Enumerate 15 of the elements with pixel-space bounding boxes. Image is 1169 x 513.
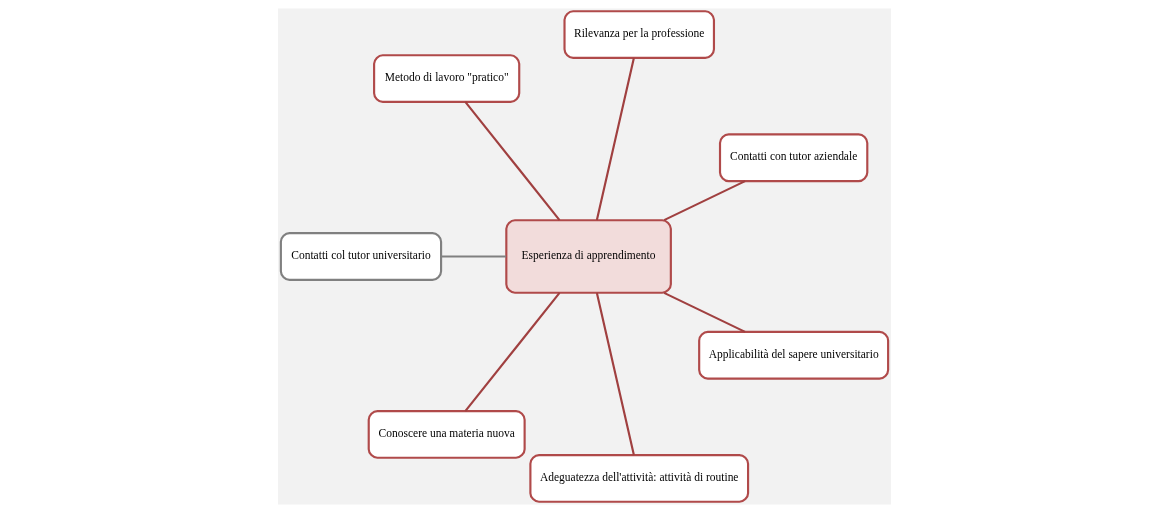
- node-box: Applicabilità del sapere universitario: [698, 330, 890, 380]
- connector: [464, 101, 561, 221]
- node-box: Adeguatezza dell'attività: attività di routine: [529, 453, 750, 503]
- node-box: Contatti col tutor universitario: [279, 232, 443, 281]
- connector: [663, 291, 746, 333]
- connector: [595, 292, 635, 456]
- connector: [663, 180, 746, 222]
- node-box: Esperienza di apprendimento: [505, 219, 672, 294]
- connector: [464, 292, 561, 412]
- node-box: Conoscere una materia nuova: [367, 410, 526, 459]
- node-box: Contatti con tutor aziendale: [718, 133, 869, 183]
- connector: [441, 255, 507, 258]
- node-box: Metodo di lavoro "pratico": [373, 54, 521, 103]
- node-box: Rilevanza per la professione: [563, 10, 716, 60]
- connector: [595, 57, 635, 221]
